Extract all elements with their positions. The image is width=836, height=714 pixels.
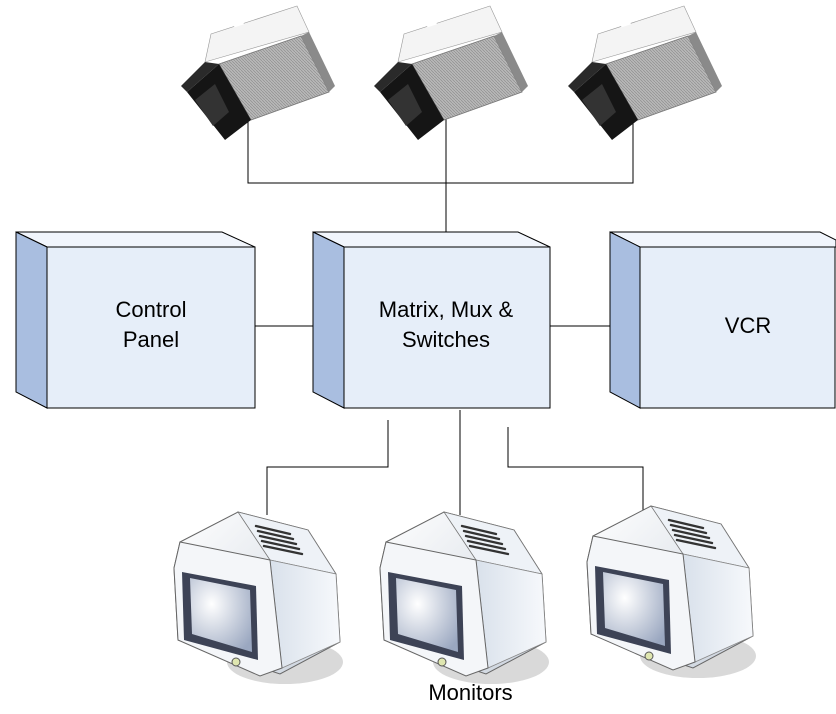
control-panel-label-line1: Control <box>116 297 187 322</box>
monitor-icon <box>378 510 551 686</box>
connector-lines <box>247 108 644 515</box>
vcr-label: VCR <box>725 313 771 338</box>
matrix-label-line1: Matrix, Mux & <box>379 297 514 322</box>
vcr-box: VCR <box>609 231 836 409</box>
monitors-caption: Monitors <box>428 680 513 705</box>
camera-icon <box>373 5 529 141</box>
link-monitor-right <box>507 427 644 510</box>
monitor-icon <box>172 510 345 686</box>
control-panel-label-line2: Panel <box>123 327 179 352</box>
camera-bus-line <box>247 108 634 232</box>
matrix-label-line2: Switches <box>402 327 490 352</box>
monitor-icon <box>585 504 758 680</box>
matrix-box: Matrix, Mux & Switches <box>312 231 551 409</box>
camera-icon <box>567 5 723 141</box>
control-panel-box: Control Panel <box>15 231 256 409</box>
camera-icon <box>180 5 336 141</box>
link-monitor-left <box>266 420 389 515</box>
